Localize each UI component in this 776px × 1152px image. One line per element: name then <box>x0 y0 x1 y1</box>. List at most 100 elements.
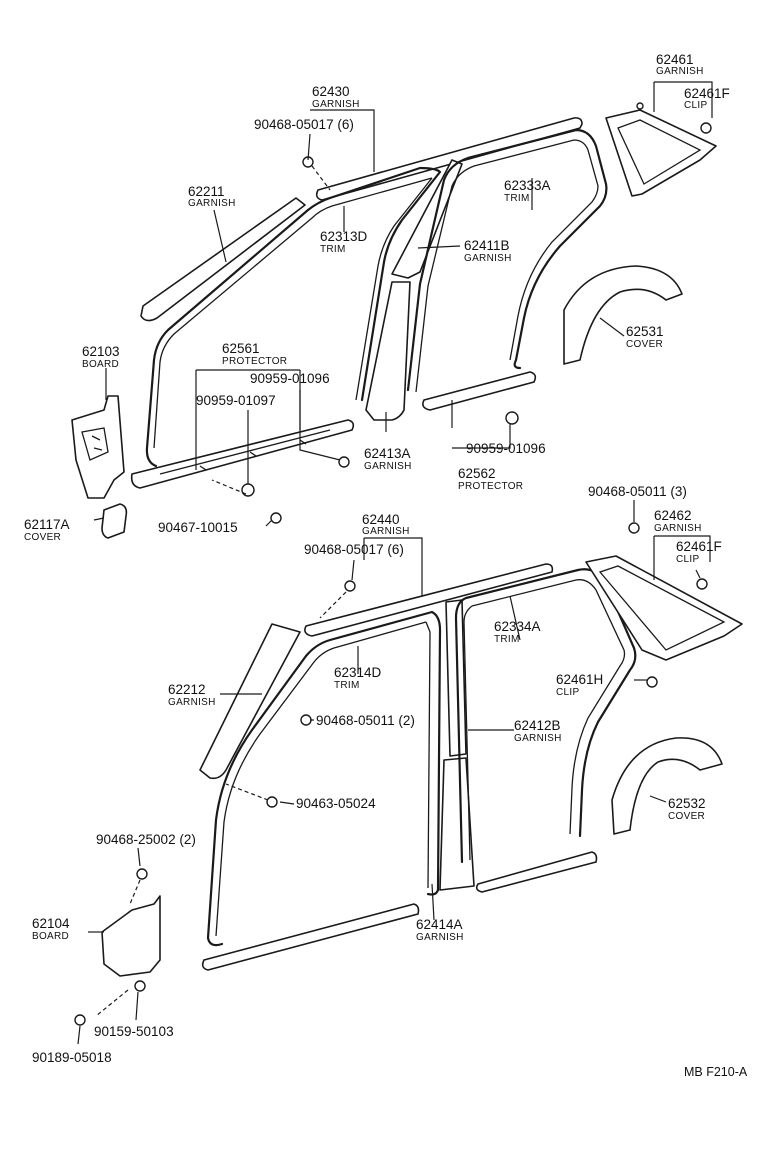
label-part-62413A: 62413A <box>364 446 411 461</box>
clip-62461F-bot <box>696 578 708 590</box>
lower-assembly <box>74 522 743 1026</box>
label-desc-62461F-bot: CLIP <box>676 554 699 565</box>
rear-door-trim-62334A-inner <box>463 579 626 861</box>
label-desc-62430: GARNISH <box>312 99 360 110</box>
label-part-90959-01096-a: 90959-01096 <box>250 371 330 386</box>
label-part-90189-05018: 90189-05018 <box>32 1050 112 1065</box>
label-desc-62411B: GARNISH <box>464 253 512 264</box>
quarter-garnish-62462-window <box>598 565 726 651</box>
label-part-90468-25002: 90468-25002 (2) <box>96 832 196 847</box>
clip-90468-25002 <box>136 868 148 880</box>
label-part-62333A: 62333A <box>504 178 551 193</box>
label-desc-62103: BOARD <box>82 359 119 370</box>
label-desc-62462: GARNISH <box>654 523 702 534</box>
clip-90463-05024 <box>266 796 278 808</box>
board-62103-detail <box>81 427 109 461</box>
protector-62561 <box>130 419 355 489</box>
label-desc-62561: PROTECTOR <box>222 356 287 367</box>
sill-plate-rear <box>475 851 598 893</box>
clip-90959-01096-b <box>505 411 519 425</box>
sill-plate-front <box>201 903 420 971</box>
label-desc-62461H: CLIP <box>556 687 579 698</box>
front-pillar-garnish-62211 <box>140 197 306 322</box>
label-part-90463-05024: 90463-05024 <box>296 796 376 811</box>
cover-62117A <box>101 503 128 539</box>
label-part-62212: 62212 <box>168 682 206 697</box>
label-part-62532: 62532 <box>668 796 706 811</box>
rear-door-trim-62334A <box>454 568 637 864</box>
label-part-90959-01096-b: 90959-01096 <box>466 441 546 456</box>
board-62104 <box>101 895 161 977</box>
labels: 62430 GARNISH 90468-05017 (6) 62461 GARN… <box>24 52 748 1079</box>
label-part-90468-05017-bot: 90468-05017 (6) <box>304 542 404 557</box>
center-pillar-garnish-62411B <box>391 159 463 279</box>
label-part-90468-05011-mid: 90468-05011 (2) <box>316 713 415 728</box>
label-desc-62334A: TRIM <box>494 634 520 645</box>
label-desc-62333A: TRIM <box>504 193 530 204</box>
clip-90159-50103 <box>134 980 146 992</box>
label-part-62117A: 62117A <box>24 517 70 532</box>
clip-90468-05011-top <box>628 522 640 534</box>
leader-lines <box>77 81 713 1045</box>
label-desc-62104: BOARD <box>32 931 69 942</box>
label-part-62314D: 62314D <box>334 665 382 680</box>
clip-62461F-top-b <box>636 102 644 110</box>
label-desc-62412B: GARNISH <box>514 733 562 744</box>
rear-door-trim-62333A <box>406 128 608 392</box>
label-part-62414A: 62414A <box>416 917 463 932</box>
front-door-trim-62314D-inner <box>215 621 431 937</box>
label-part-62562: 62562 <box>458 466 496 481</box>
protector-62562 <box>422 371 537 411</box>
label-part-62430: 62430 <box>312 84 350 99</box>
label-part-62411B: 62411B <box>464 238 510 253</box>
label-part-90959-01097: 90959-01097 <box>196 393 276 408</box>
label-part-62334A: 62334A <box>494 619 541 634</box>
label-part-62211: 62211 <box>188 184 225 199</box>
clip-90467-10015 <box>270 512 282 524</box>
label-part-62103: 62103 <box>82 344 120 359</box>
quarter-garnish-62461 <box>605 109 717 197</box>
clip-90468-05011-mid <box>300 714 312 726</box>
label-desc-62440: GARNISH <box>362 526 410 537</box>
label-desc-62212: GARNISH <box>168 697 216 708</box>
center-pillar-62413A <box>365 281 411 421</box>
clip-90959-01096-a <box>338 456 350 468</box>
label-part-62412B: 62412B <box>514 718 561 733</box>
rear-door-trim-62333A-inner <box>415 139 599 393</box>
clip-62461F-top <box>700 122 712 134</box>
front-door-trim-62313D-inner <box>153 177 433 449</box>
quarter-garnish-62462 <box>585 555 743 661</box>
front-door-trim-62313D <box>145 166 442 468</box>
label-part-62461H: 62461H <box>556 672 603 687</box>
label-desc-62414A: GARNISH <box>416 932 464 943</box>
label-desc-62314D: TRIM <box>334 680 360 691</box>
label-desc-62413A: GARNISH <box>364 461 412 472</box>
label-part-62561: 62561 <box>222 341 260 356</box>
diagram-reference: MB F210-A <box>684 1065 748 1079</box>
label-part-62461F-top: 62461F <box>684 86 730 101</box>
clip-62461H <box>646 676 658 688</box>
label-part-62440: 62440 <box>362 512 400 527</box>
clip-90189-05018 <box>74 1014 86 1026</box>
clip-90959-01097 <box>241 483 255 497</box>
label-desc-62313D: TRIM <box>320 244 346 255</box>
label-part-62531: 62531 <box>626 324 664 339</box>
label-desc-62562: PROTECTOR <box>458 481 523 492</box>
label-part-62461: 62461 <box>656 52 694 67</box>
label-part-90159-50103: 90159-50103 <box>94 1024 174 1039</box>
label-desc-62211: GARNISH <box>188 198 236 209</box>
label-part-90467-10015: 90467-10015 <box>158 520 238 535</box>
board-62103 <box>71 395 125 499</box>
clip-90468-05017-bot <box>344 580 356 592</box>
label-part-62104: 62104 <box>32 916 70 931</box>
label-desc-62117A: COVER <box>24 532 61 543</box>
roof-garnish-62440 <box>304 563 554 637</box>
quarter-garnish-62461-window <box>617 119 702 185</box>
label-desc-62532: COVER <box>668 811 705 822</box>
label-part-62461F-bot: 62461F <box>676 539 722 554</box>
label-desc-62531: COVER <box>626 339 663 350</box>
wheelhouse-cover-62531 <box>563 265 683 365</box>
center-pillar-garnish-62412B <box>445 599 467 757</box>
label-part-62462: 62462 <box>654 508 692 523</box>
